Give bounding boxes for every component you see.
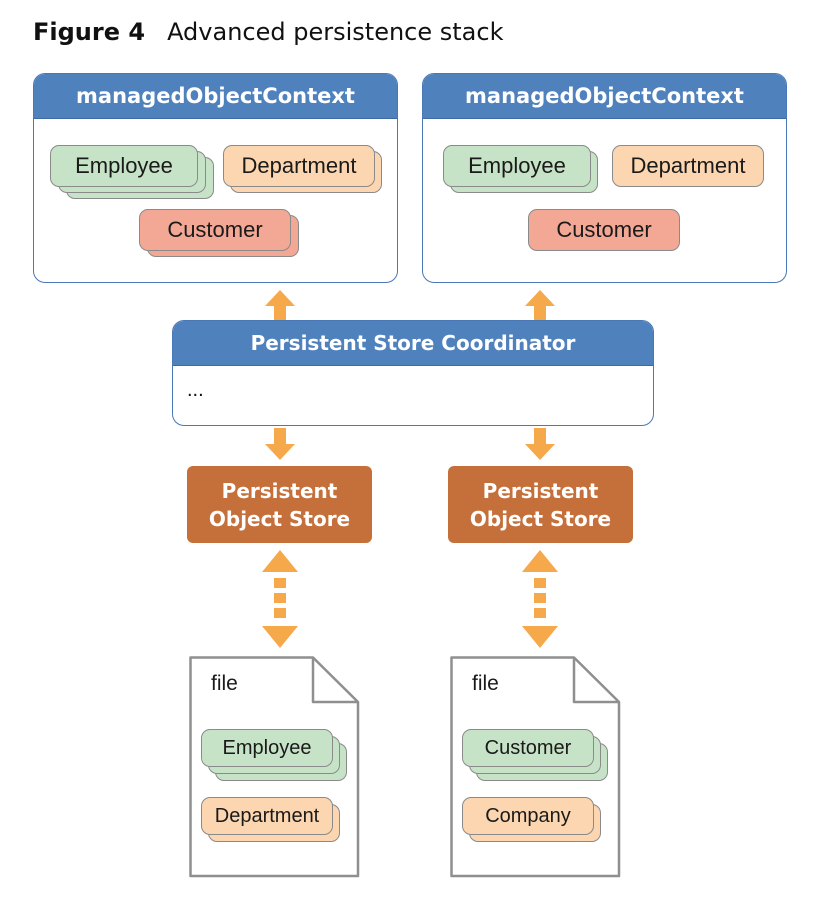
entity-customer: Customer bbox=[528, 209, 680, 251]
figure-number: Figure 4 bbox=[33, 18, 146, 46]
store-label-line1: Persistent bbox=[482, 478, 599, 503]
dashed-double-arrow-icon bbox=[262, 550, 298, 648]
figure-title: Advanced persistence stack bbox=[167, 18, 504, 46]
arrow-down-icon bbox=[525, 428, 555, 460]
dashed-double-arrow-icon bbox=[522, 550, 558, 648]
coordinator-header: Persistent Store Coordinator bbox=[173, 321, 653, 366]
arrow-up-icon bbox=[525, 290, 555, 320]
persistent-object-store-right: Persistent Object Store bbox=[448, 466, 633, 543]
store-label-line1: Persistent bbox=[221, 478, 338, 503]
persistent-object-store-left: Persistent Object Store bbox=[187, 466, 372, 543]
store-label-line2: Object Store bbox=[469, 506, 612, 531]
context-header: managedObjectContext bbox=[34, 74, 397, 119]
managed-object-context-right: managedObjectContext Employee Department… bbox=[422, 73, 787, 283]
file-document-right: file Customer Company bbox=[450, 656, 622, 878]
file-label: file bbox=[472, 672, 499, 695]
entity-employee: Employee bbox=[50, 145, 198, 187]
entity-customer: Customer bbox=[462, 729, 594, 767]
entity-department: Department bbox=[201, 797, 333, 835]
file-document-left: file Employee Department bbox=[189, 656, 361, 878]
arrow-up-icon bbox=[265, 290, 295, 320]
store-label-line2: Object Store bbox=[208, 506, 351, 531]
entity-department: Department bbox=[223, 145, 375, 187]
entity-department: Department bbox=[612, 145, 764, 187]
arrow-down-icon bbox=[265, 428, 295, 460]
entity-employee: Employee bbox=[201, 729, 333, 767]
entity-company: Company bbox=[462, 797, 594, 835]
entity-customer: Customer bbox=[139, 209, 291, 251]
figure-caption: Figure 4 Advanced persistence stack bbox=[33, 18, 503, 46]
context-header: managedObjectContext bbox=[423, 74, 786, 119]
entity-employee: Employee bbox=[443, 145, 591, 187]
coordinator-body: ... bbox=[187, 379, 204, 401]
managed-object-context-left: managedObjectContext Employee Department… bbox=[33, 73, 398, 283]
persistent-store-coordinator: Persistent Store Coordinator ... bbox=[172, 320, 654, 426]
file-label: file bbox=[211, 672, 238, 695]
